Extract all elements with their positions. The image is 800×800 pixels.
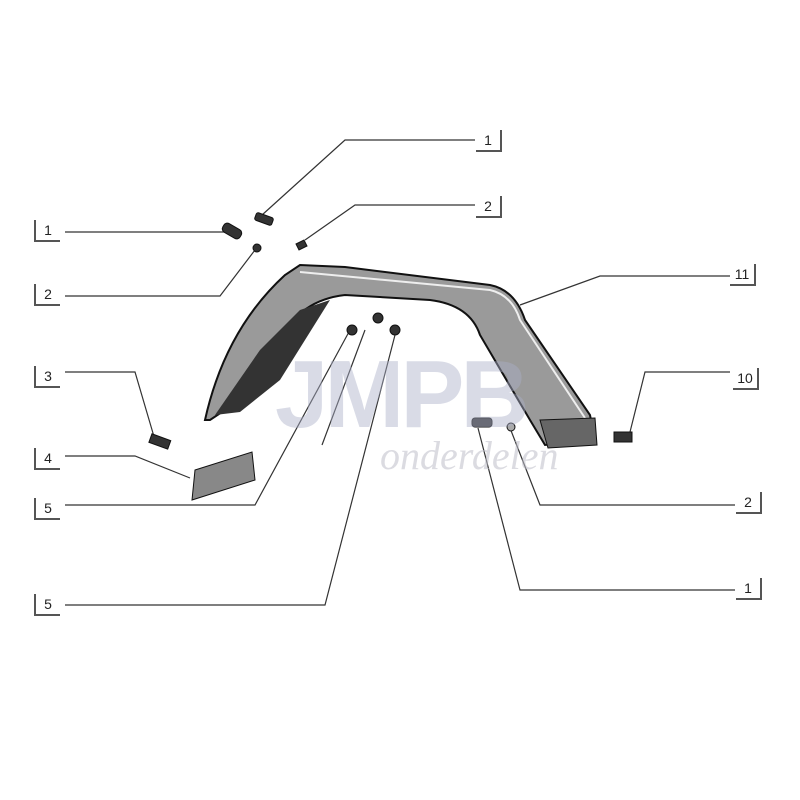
callout-label: 5 [34, 594, 60, 616]
callout-label: 5 [34, 498, 60, 520]
callout-label: 3 [34, 366, 60, 388]
washer-icon [252, 243, 262, 253]
leader-lines [65, 139, 735, 606]
watermark-subtitle: onderdelen [380, 433, 559, 478]
screw-icon [221, 222, 243, 240]
clip-icon [295, 239, 308, 251]
callout-label: 1 [476, 130, 502, 152]
callout-label: 10 [733, 368, 759, 390]
nut-icon [389, 324, 401, 336]
callout-label: 1 [736, 578, 762, 600]
fender-part [203, 263, 598, 449]
reflector-icon [191, 451, 256, 501]
bolt-icon [254, 212, 274, 226]
nut-icon [372, 312, 384, 324]
callout-label: 11 [730, 264, 756, 286]
callout-label: 2 [736, 492, 762, 514]
nut-icon [346, 324, 358, 336]
washer-icon [506, 422, 516, 432]
callout-label: 4 [34, 448, 60, 470]
callout-label: 1 [34, 220, 60, 242]
bolt-icon [471, 417, 493, 428]
plug-icon [148, 433, 172, 450]
clip-icon [613, 431, 633, 443]
watermark-brand: JMPB [275, 341, 530, 448]
small-parts [148, 212, 633, 501]
callout-label: 2 [34, 284, 60, 306]
callout-label: 2 [476, 196, 502, 218]
